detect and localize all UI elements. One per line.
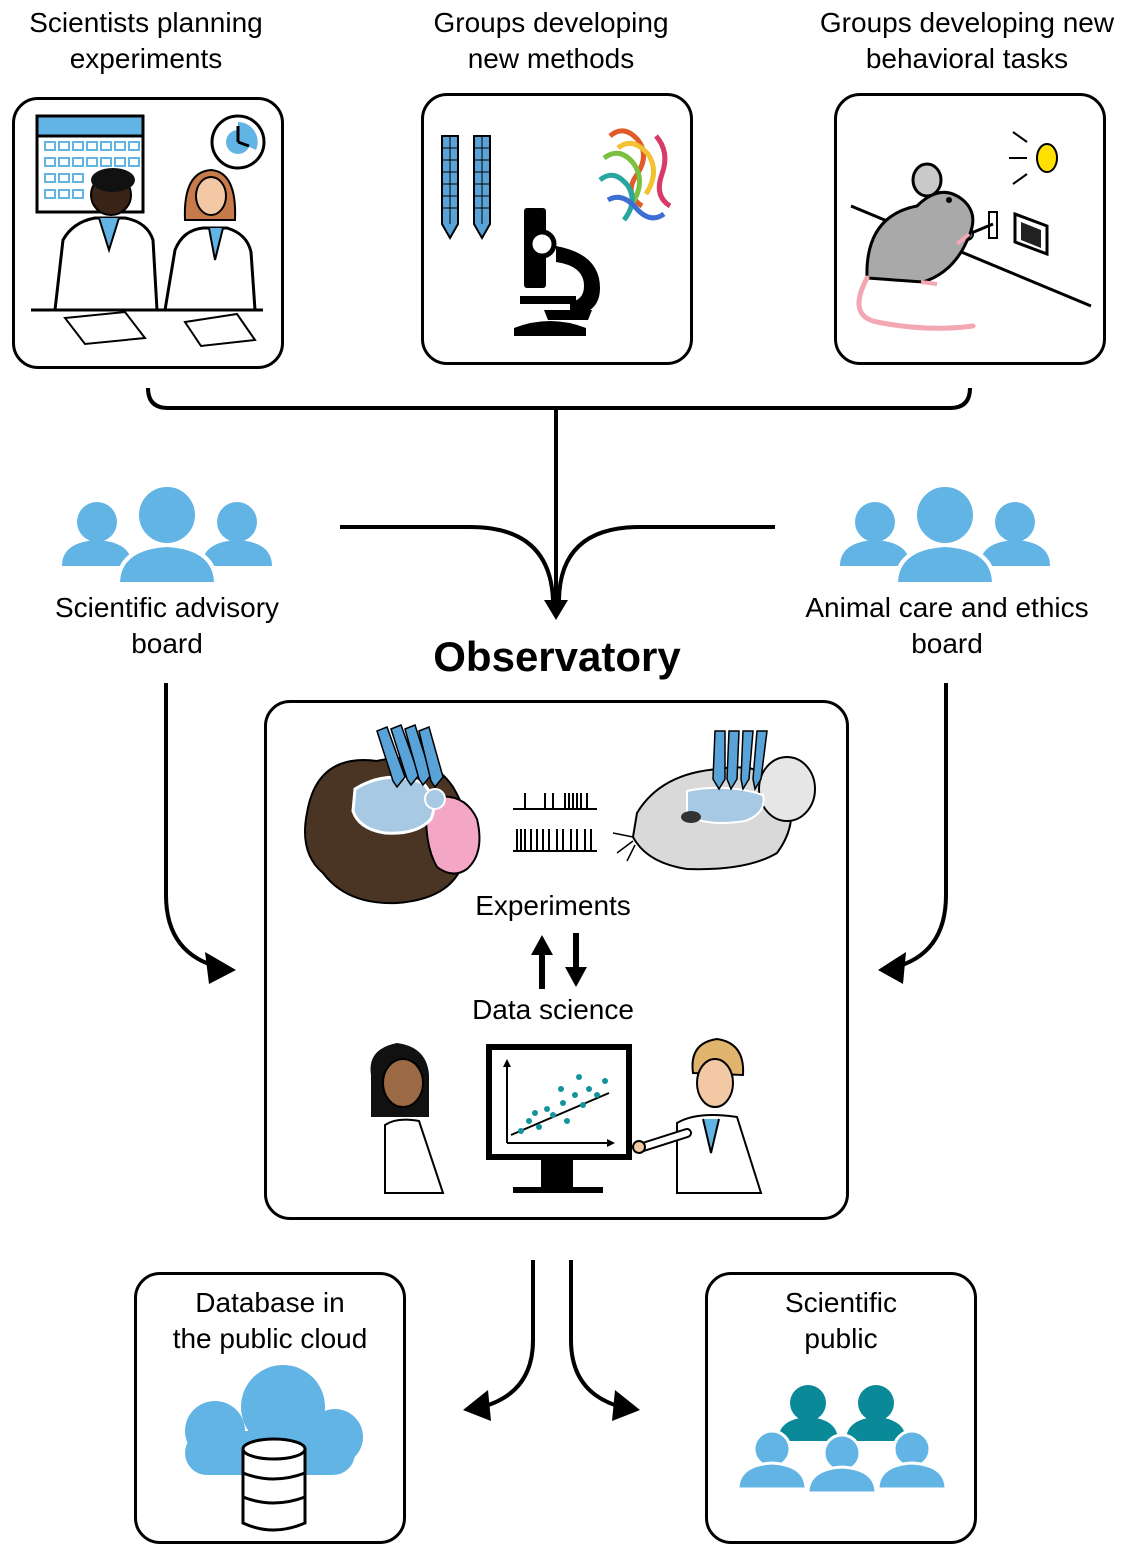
ethics-arrowhead <box>878 952 906 984</box>
scientist-right <box>632 1037 763 1194</box>
database-icon <box>241 1437 307 1532</box>
database-illustration <box>185 1365 363 1532</box>
public-panel: Scientific public <box>705 1272 977 1544</box>
methods-label-line1: Groups developing <box>433 7 669 38</box>
planning-label-line2: experiments <box>69 43 223 74</box>
paper-left <box>63 310 147 346</box>
top-bracket <box>146 387 972 410</box>
observatory-panel: Experiments Data science <box>264 700 849 1220</box>
tasks-label-line2: behavioral tasks <box>865 43 1069 74</box>
scatter-points <box>518 1074 608 1134</box>
clock-icon <box>210 114 266 170</box>
methods-illustration <box>441 128 672 336</box>
scientist-left <box>53 168 159 312</box>
planning-label-line1: Scientists planning <box>29 7 263 38</box>
database-label: Database in the public cloud <box>137 1285 403 1357</box>
monkey-icon <box>304 757 481 905</box>
methods-label: Groups developing new methods <box>410 5 692 77</box>
database-arrow-line <box>477 1260 535 1410</box>
scientist-left <box>370 1043 445 1194</box>
spike-raster <box>513 793 597 852</box>
tasks-label-line1: Groups developing new <box>819 7 1115 38</box>
bidirectional-arrows <box>531 933 587 989</box>
database-panel: Database in the public cloud <box>134 1272 406 1544</box>
tasks-illustration <box>850 131 1092 331</box>
advisory-join-curve <box>340 525 555 601</box>
public-illustration <box>736 1385 948 1495</box>
methods-label-line2: new methods <box>467 43 635 74</box>
methods-panel <box>421 93 693 365</box>
ethics-join-curve <box>557 525 775 601</box>
public-label: Scientific public <box>708 1285 974 1357</box>
ethics-label: Animal care and ethics board <box>780 590 1114 662</box>
probe-icon <box>376 724 444 789</box>
advisory-label-line1: Scientific advisory <box>54 592 280 623</box>
data-science-label: Data science <box>472 994 634 1025</box>
database-label-line1: Database in <box>195 1287 345 1318</box>
mouse-icon <box>856 162 976 331</box>
probe-icon <box>441 135 491 241</box>
lamp-icon <box>1009 131 1058 185</box>
advisory-arrow-line <box>164 683 223 970</box>
protein-icon <box>598 128 672 222</box>
advisory-label: Scientific advisory board <box>20 590 314 662</box>
planning-illustration <box>31 114 266 348</box>
ethics-label-line1: Animal care and ethics <box>805 592 1089 623</box>
cloud-icon <box>185 1365 363 1475</box>
stem-arrowhead <box>544 600 568 620</box>
experiments-label: Experiments <box>475 890 631 921</box>
tasks-label: Groups developing new behavioral tasks <box>800 5 1134 77</box>
public-arrowhead <box>612 1390 640 1421</box>
mouse-icon <box>612 756 816 871</box>
people-icon <box>778 1385 906 1441</box>
advisory-arrowhead <box>205 952 236 984</box>
paper-right <box>183 312 257 348</box>
planning-label: Scientists planning experiments <box>0 5 292 77</box>
probe-icon <box>712 730 768 792</box>
planning-panel <box>12 97 284 369</box>
observatory-title: Observatory <box>433 633 681 680</box>
public-label-line2: public <box>804 1323 878 1354</box>
advisory-label-line2: board <box>131 628 203 659</box>
people-icon <box>736 1429 948 1495</box>
monitor-icon <box>486 1044 632 1193</box>
microscope-icon <box>514 208 600 336</box>
database-arrowhead <box>463 1390 491 1421</box>
ethics-arrow-line <box>891 683 948 970</box>
database-label-line2: the public cloud <box>172 1323 368 1354</box>
public-arrow-line <box>569 1260 626 1410</box>
tasks-panel <box>834 93 1106 365</box>
observatory-illustration <box>304 724 816 1194</box>
scientist-right <box>163 168 257 312</box>
public-label-line1: Scientific <box>784 1287 898 1318</box>
ethics-label-line2: board <box>911 628 983 659</box>
calendar-icon <box>35 114 145 214</box>
